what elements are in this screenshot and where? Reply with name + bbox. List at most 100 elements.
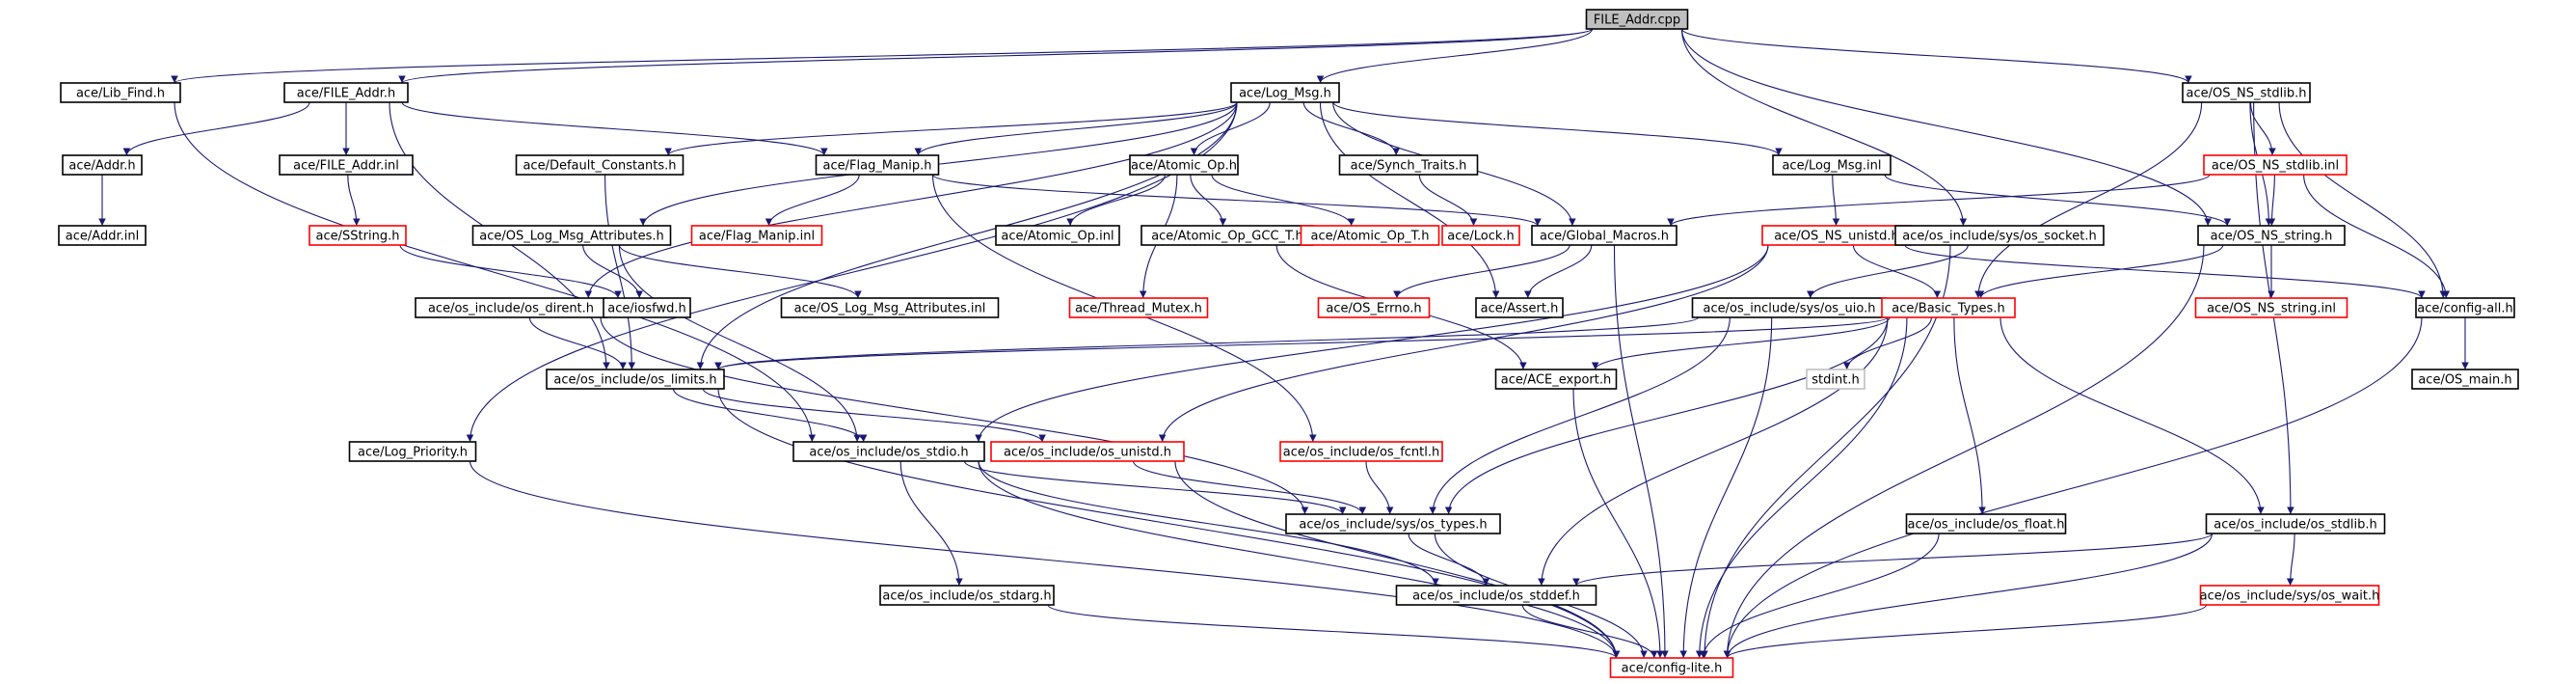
node-n33[interactable]: ace/OS_NS_string.inl xyxy=(2194,297,2348,318)
node-box[interactable] xyxy=(1494,369,1618,390)
node-n16[interactable]: ace/Flag_Manip.inl xyxy=(690,225,823,246)
node-box[interactable] xyxy=(2411,369,2519,390)
node-box[interactable] xyxy=(62,154,143,176)
node-box[interactable] xyxy=(1881,297,2016,318)
node-box[interactable] xyxy=(990,441,1185,462)
node-n28[interactable]: ace/Thread_Mutex.h xyxy=(1068,297,1209,318)
node-n0[interactable]: FILE_Addr.cpp xyxy=(1585,9,1689,30)
node-box[interactable] xyxy=(2182,82,2311,103)
node-n30[interactable]: ace/Assert.h xyxy=(1475,297,1564,318)
node-box[interactable] xyxy=(2203,154,2348,176)
node-n34[interactable]: ace/config-all.h xyxy=(2415,297,2515,318)
node-box[interactable] xyxy=(1585,9,1689,30)
node-n14[interactable]: ace/SString.h xyxy=(309,225,407,246)
node-n3[interactable]: ace/Log_Msg.h xyxy=(1230,82,1340,103)
node-n36[interactable]: ace/ACE_export.h xyxy=(1494,369,1618,390)
node-n37[interactable]: stdint.h xyxy=(1806,369,1865,390)
node-n6[interactable]: ace/FILE_Addr.inl xyxy=(279,154,414,176)
node-n21[interactable]: ace/Global_Macros.h xyxy=(1531,225,1677,246)
edge-n22-n32 xyxy=(1852,244,1942,299)
node-n7[interactable]: ace/Default_Constants.h xyxy=(515,154,684,176)
node-box[interactable] xyxy=(279,154,414,176)
node-box[interactable] xyxy=(309,225,407,246)
node-n24[interactable]: ace/OS_NS_string.h xyxy=(2197,225,2346,246)
node-box[interactable] xyxy=(995,225,1120,246)
node-n13[interactable]: ace/Addr.inl xyxy=(58,225,147,246)
node-n41[interactable]: ace/os_include/os_unistd.h xyxy=(990,441,1185,462)
node-n20[interactable]: ace/Lock.h xyxy=(1441,225,1520,246)
node-n42[interactable]: ace/os_include/os_fcntl.h xyxy=(1279,441,1443,462)
node-n40[interactable]: ace/os_include/os_stdio.h xyxy=(792,441,985,462)
node-box[interactable] xyxy=(58,225,147,246)
node-n8[interactable]: ace/Flag_Manip.h xyxy=(815,154,940,176)
node-box[interactable] xyxy=(603,297,691,318)
node-box[interactable] xyxy=(1395,585,1597,606)
node-box[interactable] xyxy=(1338,154,1479,176)
node-box[interactable] xyxy=(60,82,181,103)
node-box[interactable] xyxy=(1609,657,1734,678)
node-n29[interactable]: ace/OS_Errno.h xyxy=(1317,297,1431,318)
node-n18[interactable]: ace/Atomic_Op_GCC_T.h xyxy=(1140,225,1314,246)
node-box[interactable] xyxy=(348,441,477,462)
node-box[interactable] xyxy=(2197,225,2346,246)
node-box[interactable] xyxy=(1475,297,1564,318)
node-n43[interactable]: ace/os_include/sys/os_types.h xyxy=(1285,513,1501,534)
node-box[interactable] xyxy=(690,225,823,246)
node-box[interactable] xyxy=(471,225,672,246)
node-box[interactable] xyxy=(1285,513,1501,534)
node-box[interactable] xyxy=(1279,441,1443,462)
node-n25[interactable]: ace/os_include/os_dirent.h xyxy=(415,297,607,318)
node-n9[interactable]: ace/Atomic_Op.h xyxy=(1129,154,1239,176)
node-n47[interactable]: ace/os_include/os_stddef.h xyxy=(1395,585,1597,606)
node-n48[interactable]: ace/os_include/sys/os_wait.h xyxy=(2199,585,2380,606)
node-box[interactable] xyxy=(780,297,1000,318)
node-box[interactable] xyxy=(1317,297,1431,318)
node-n31[interactable]: ace/os_include/sys/os_uio.h xyxy=(1691,297,1888,318)
node-box[interactable] xyxy=(792,441,985,462)
node-box[interactable] xyxy=(1772,154,1892,176)
node-box[interactable] xyxy=(1230,82,1340,103)
node-n45[interactable]: ace/os_include/os_stdlib.h xyxy=(2205,513,2386,534)
node-box[interactable] xyxy=(2199,585,2380,606)
nodes-layer: FILE_Addr.cpp ace/Lib_Find.h ace/FILE_Addr… xyxy=(58,9,2519,678)
node-box[interactable] xyxy=(1806,369,1865,390)
node-n27[interactable]: ace/OS_Log_Msg_Attributes.inl xyxy=(780,297,1000,318)
node-n11[interactable]: ace/Log_Msg.inl xyxy=(1772,154,1892,176)
node-n22[interactable]: ace/OS_NS_unistd.h xyxy=(1761,225,1912,246)
node-box[interactable] xyxy=(1068,297,1209,318)
node-box[interactable] xyxy=(1905,513,2067,534)
node-n17[interactable]: ace/Atomic_Op.inl xyxy=(995,225,1120,246)
node-n2[interactable]: ace/FILE_Addr.h xyxy=(283,82,409,103)
node-n15[interactable]: ace/OS_Log_Msg_Attributes.h xyxy=(471,225,672,246)
node-n35[interactable]: ace/os_include/os_limits.h xyxy=(546,369,725,390)
node-n12[interactable]: ace/OS_NS_stdlib.inl xyxy=(2203,154,2348,176)
node-box[interactable] xyxy=(283,82,409,103)
node-n38[interactable]: ace/OS_main.h xyxy=(2411,369,2519,390)
node-box[interactable] xyxy=(1300,225,1440,246)
node-box[interactable] xyxy=(2194,297,2348,318)
node-box[interactable] xyxy=(515,154,684,176)
edge-n32-n35 xyxy=(714,316,1889,370)
node-n1[interactable]: ace/Lib_Find.h xyxy=(60,82,181,103)
node-n23[interactable]: ace/os_include/sys/os_socket.h xyxy=(1894,225,2105,246)
node-n19[interactable]: ace/Atomic_Op_T.h xyxy=(1300,225,1440,246)
node-box[interactable] xyxy=(546,369,725,390)
node-n46[interactable]: ace/os_include/os_stdarg.h xyxy=(879,585,1055,606)
node-n39[interactable]: ace/Log_Priority.h xyxy=(348,441,477,462)
node-box[interactable] xyxy=(2415,297,2515,318)
node-box[interactable] xyxy=(1531,225,1677,246)
node-n49[interactable]: ace/config-lite.h xyxy=(1609,657,1734,678)
node-box[interactable] xyxy=(1441,225,1520,246)
node-n5[interactable]: ace/Addr.h xyxy=(62,154,143,176)
node-box[interactable] xyxy=(815,154,940,176)
node-box[interactable] xyxy=(2205,513,2386,534)
node-n26[interactable]: ace/iosfwd.h xyxy=(603,297,691,318)
node-n4[interactable]: ace/OS_NS_stdlib.h xyxy=(2182,82,2311,103)
node-box[interactable] xyxy=(1129,154,1239,176)
edge-n31-n49 xyxy=(1679,316,1773,659)
node-box[interactable] xyxy=(1894,225,2105,246)
node-n32[interactable]: ace/Basic_Types.h xyxy=(1881,297,2016,318)
node-box[interactable] xyxy=(879,585,1055,606)
node-n10[interactable]: ace/Synch_Traits.h xyxy=(1338,154,1479,176)
node-n44[interactable]: ace/os_include/os_float.h xyxy=(1905,513,2067,534)
